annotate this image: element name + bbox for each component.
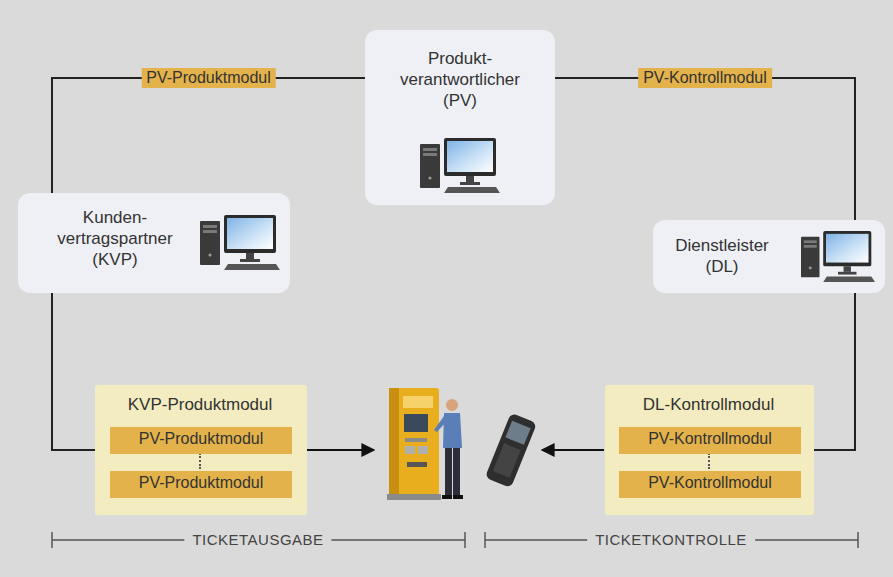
module-box: DL-KontrollmodulPV-KontrollmodulPV-Kontr…: [605, 385, 814, 515]
ticket-machine: [387, 388, 441, 500]
module-band: PV-Kontrollmodul: [619, 427, 801, 454]
role-box: Produkt- verantwortlicher (PV): [365, 30, 555, 205]
phase-label: TICKETKONTROLLE: [587, 531, 755, 549]
module-band: PV-Produktmodul: [110, 427, 292, 454]
role-name: Produkt- verantwortlicher (PV): [385, 48, 535, 111]
range-bracket: [52, 532, 858, 548]
computer-icon: [420, 138, 500, 194]
ellipsis-dots: [708, 453, 710, 469]
role-box: Dienstleister (DL): [653, 220, 885, 293]
flow-arrow: [542, 449, 604, 451]
edge-label: PV-Kontrollmodul: [638, 68, 772, 88]
role-box: Kunden- vertragspartner (KVP): [18, 193, 290, 293]
flow-arrow: [306, 449, 374, 451]
module-title: KVP-Produktmodul: [95, 394, 305, 415]
connector-line: [555, 78, 855, 220]
module-box: KVP-ProduktmodulPV-ProduktmodulPV-Produk…: [95, 385, 307, 515]
connector-line: [814, 293, 855, 450]
band-label: PV-Kontrollmodul: [619, 427, 801, 450]
connector-line: [52, 293, 95, 450]
ellipsis-dots: [199, 453, 201, 469]
phase-label: TICKETAUSGABE: [184, 531, 331, 549]
module-band: PV-Produktmodul: [110, 471, 292, 498]
band-label: PV-Produktmodul: [110, 427, 292, 450]
edge-label: PV-Produktmodul: [141, 68, 276, 88]
module-title: DL-Kontrollmodul: [605, 394, 812, 415]
connector-line: [52, 78, 365, 193]
computer-icon: [801, 231, 875, 283]
module-band: PV-Kontrollmodul: [619, 471, 801, 498]
role-name: Kunden- vertragspartner (KVP): [40, 207, 190, 270]
person: [434, 399, 463, 499]
computer-icon: [200, 215, 280, 271]
band-label: PV-Kontrollmodul: [619, 471, 801, 494]
band-label: PV-Produktmodul: [110, 471, 292, 494]
role-name: Dienstleister (DL): [667, 235, 777, 277]
handheld-terminal: [485, 413, 537, 488]
